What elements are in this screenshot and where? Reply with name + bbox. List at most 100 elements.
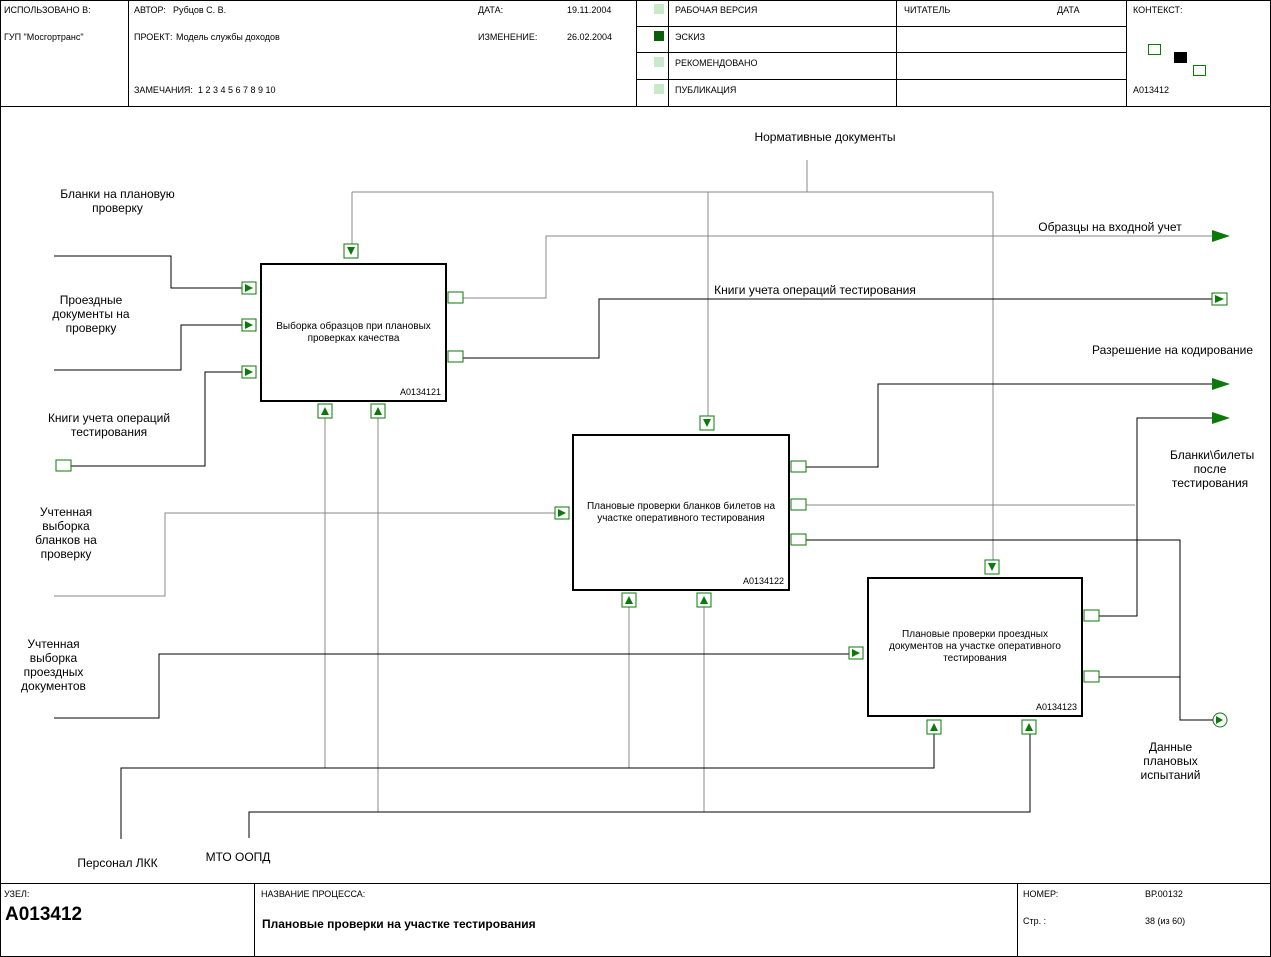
triangle-icon <box>1216 716 1223 724</box>
mechanism-arrow-mto-main <box>248 730 1031 838</box>
port-marker-icon <box>790 498 807 511</box>
output-arrow-test-data <box>799 539 1213 721</box>
header-divider <box>668 0 669 107</box>
header-divider <box>128 0 129 107</box>
triangle-icon <box>625 596 633 604</box>
mechanism-arrow-personnel-main <box>120 730 935 839</box>
context-box-icon <box>1193 65 1206 76</box>
footer-divider <box>254 883 255 957</box>
input-arrow-counted-blanks <box>54 512 560 597</box>
header-divider <box>896 0 897 107</box>
activity-box[interactable]: Выборка образцов при плановых проверках … <box>260 263 447 402</box>
input-arrow-counted-travel <box>54 653 852 719</box>
triangle-icon <box>700 596 708 604</box>
triangle-icon <box>245 284 253 292</box>
arrow-label: Бланки на плановую проверку <box>60 187 175 215</box>
mechanism-arrow-personnel <box>324 410 630 768</box>
organization: ГУП "Мосгортранс" <box>4 32 84 42</box>
mechanism-arrow-mto <box>377 410 705 812</box>
triangle-icon <box>321 407 329 415</box>
output-arrow-test-books <box>456 298 1215 359</box>
author-label: АВТОР: <box>134 5 166 15</box>
arrow-label: Нормативные документы <box>754 130 896 144</box>
status-marker-publication <box>654 84 664 94</box>
port-marker-icon <box>55 459 72 472</box>
status-marker-recommended <box>654 57 664 67</box>
triangle-icon <box>1215 295 1224 303</box>
status-recommended: РЕКОМЕНДОВАНО <box>675 58 758 68</box>
arrow-label: Проездные документы на проверку <box>52 293 130 335</box>
status-row-divider <box>636 52 1126 53</box>
triangle-icon <box>988 563 996 571</box>
activity-number: A0134121 <box>399 387 441 397</box>
port-marker-icon <box>1083 670 1100 683</box>
status-working: РАБОЧАЯ ВЕРСИЯ <box>675 5 758 15</box>
arrow-label: Книги учета операций тестирования <box>714 283 916 297</box>
footer-divider <box>1017 883 1018 957</box>
control-arrow-normative <box>351 160 994 566</box>
context-label: КОНТЕКСТ: <box>1133 5 1183 15</box>
arrow-label: Учтенная выборка проездных документов <box>21 637 86 693</box>
status-row-divider <box>636 79 1126 80</box>
date-label: ДАТА: <box>478 5 504 15</box>
author: Рубцов С. В. <box>173 5 227 15</box>
revision-label: ИЗМЕНЕНИЕ: <box>478 32 538 42</box>
status-row-divider <box>636 26 1126 27</box>
project-label: ПРОЕКТ: <box>134 32 173 42</box>
activity-box[interactable]: Плановые проверки бланков билетов на уча… <box>572 434 790 591</box>
triangle-icon <box>930 723 938 731</box>
page-value: 38 (из 60) <box>1145 916 1186 926</box>
triangle-icon <box>347 247 355 255</box>
arrow-label: Разрешение на кодирование <box>1091 343 1254 357</box>
number-label: НОМЕР: <box>1023 889 1059 899</box>
context-box-current-icon <box>1174 52 1187 63</box>
triangle-icon <box>245 368 253 376</box>
input-arrow-blank-forms <box>54 255 245 289</box>
arrow-label: Бланки\билеты после тестирования <box>1170 448 1255 490</box>
notes: 1 2 3 4 5 6 7 8 9 10 <box>198 85 276 95</box>
triangle-icon <box>852 649 860 657</box>
port-marker-icon <box>790 460 807 473</box>
date: 19.11.2004 <box>567 5 612 15</box>
activity-title: Выборка образцов при плановых проверках … <box>276 320 431 344</box>
input-arrow-travel-docs <box>54 324 245 371</box>
activity-number: A0134122 <box>742 576 784 586</box>
status-draft: ЭСКИЗ <box>675 32 706 42</box>
page-label: Стр. : <box>1023 916 1047 926</box>
output-arrow-tested-blanks-2 <box>1091 417 1215 617</box>
triangle-icon <box>1025 723 1033 731</box>
arrow-label: МТО ООПД <box>205 850 271 864</box>
triangle-icon <box>374 407 382 415</box>
port-marker-icon <box>447 350 464 363</box>
arrow-label: Учтенная выборка бланков на проверку <box>35 505 97 561</box>
reader-date-label: ДАТА <box>1057 5 1080 15</box>
activity-title: Плановые проверки проездных документов н… <box>889 629 1061 664</box>
port-marker-icon <box>447 291 464 304</box>
used-at-label: ИСПОЛЬЗОВАНО В: <box>4 5 91 15</box>
node-id: A013412 <box>5 904 83 925</box>
activity-number: A0134123 <box>1035 702 1077 712</box>
triangle-icon <box>245 321 253 329</box>
arrowhead-icon <box>1212 378 1230 390</box>
header-divider <box>1126 0 1127 107</box>
port-marker-icon <box>790 533 807 546</box>
process-label: НАЗВАНИЕ ПРОЦЕССА: <box>261 889 366 899</box>
project: Модель службы доходов <box>176 32 280 42</box>
process-title: Плановые проверки на участке тестировани… <box>262 917 536 931</box>
arrow-label: Книги учета операций тестирования <box>47 411 171 439</box>
output-arrow-coding-permit <box>799 383 1215 468</box>
header-divider <box>636 0 637 107</box>
port-marker-icon <box>1083 609 1100 622</box>
arrow-label: Образцы на входной учет <box>1038 220 1182 234</box>
activity-box[interactable]: Плановые проверки проездных документов н… <box>867 577 1083 717</box>
node-label: УЗЕЛ: <box>4 889 30 899</box>
context-node: A013412 <box>1133 85 1170 95</box>
output-arrow-samples <box>456 235 1215 299</box>
reader-label: ЧИТАТЕЛЬ <box>904 5 951 15</box>
footer-frame <box>0 883 1271 957</box>
triangle-icon <box>703 419 711 427</box>
arrow-label: Данные плановых испытаний <box>1140 740 1201 782</box>
triangle-icon <box>558 509 566 517</box>
status-publication: ПУБЛИКАЦИЯ <box>675 85 737 95</box>
